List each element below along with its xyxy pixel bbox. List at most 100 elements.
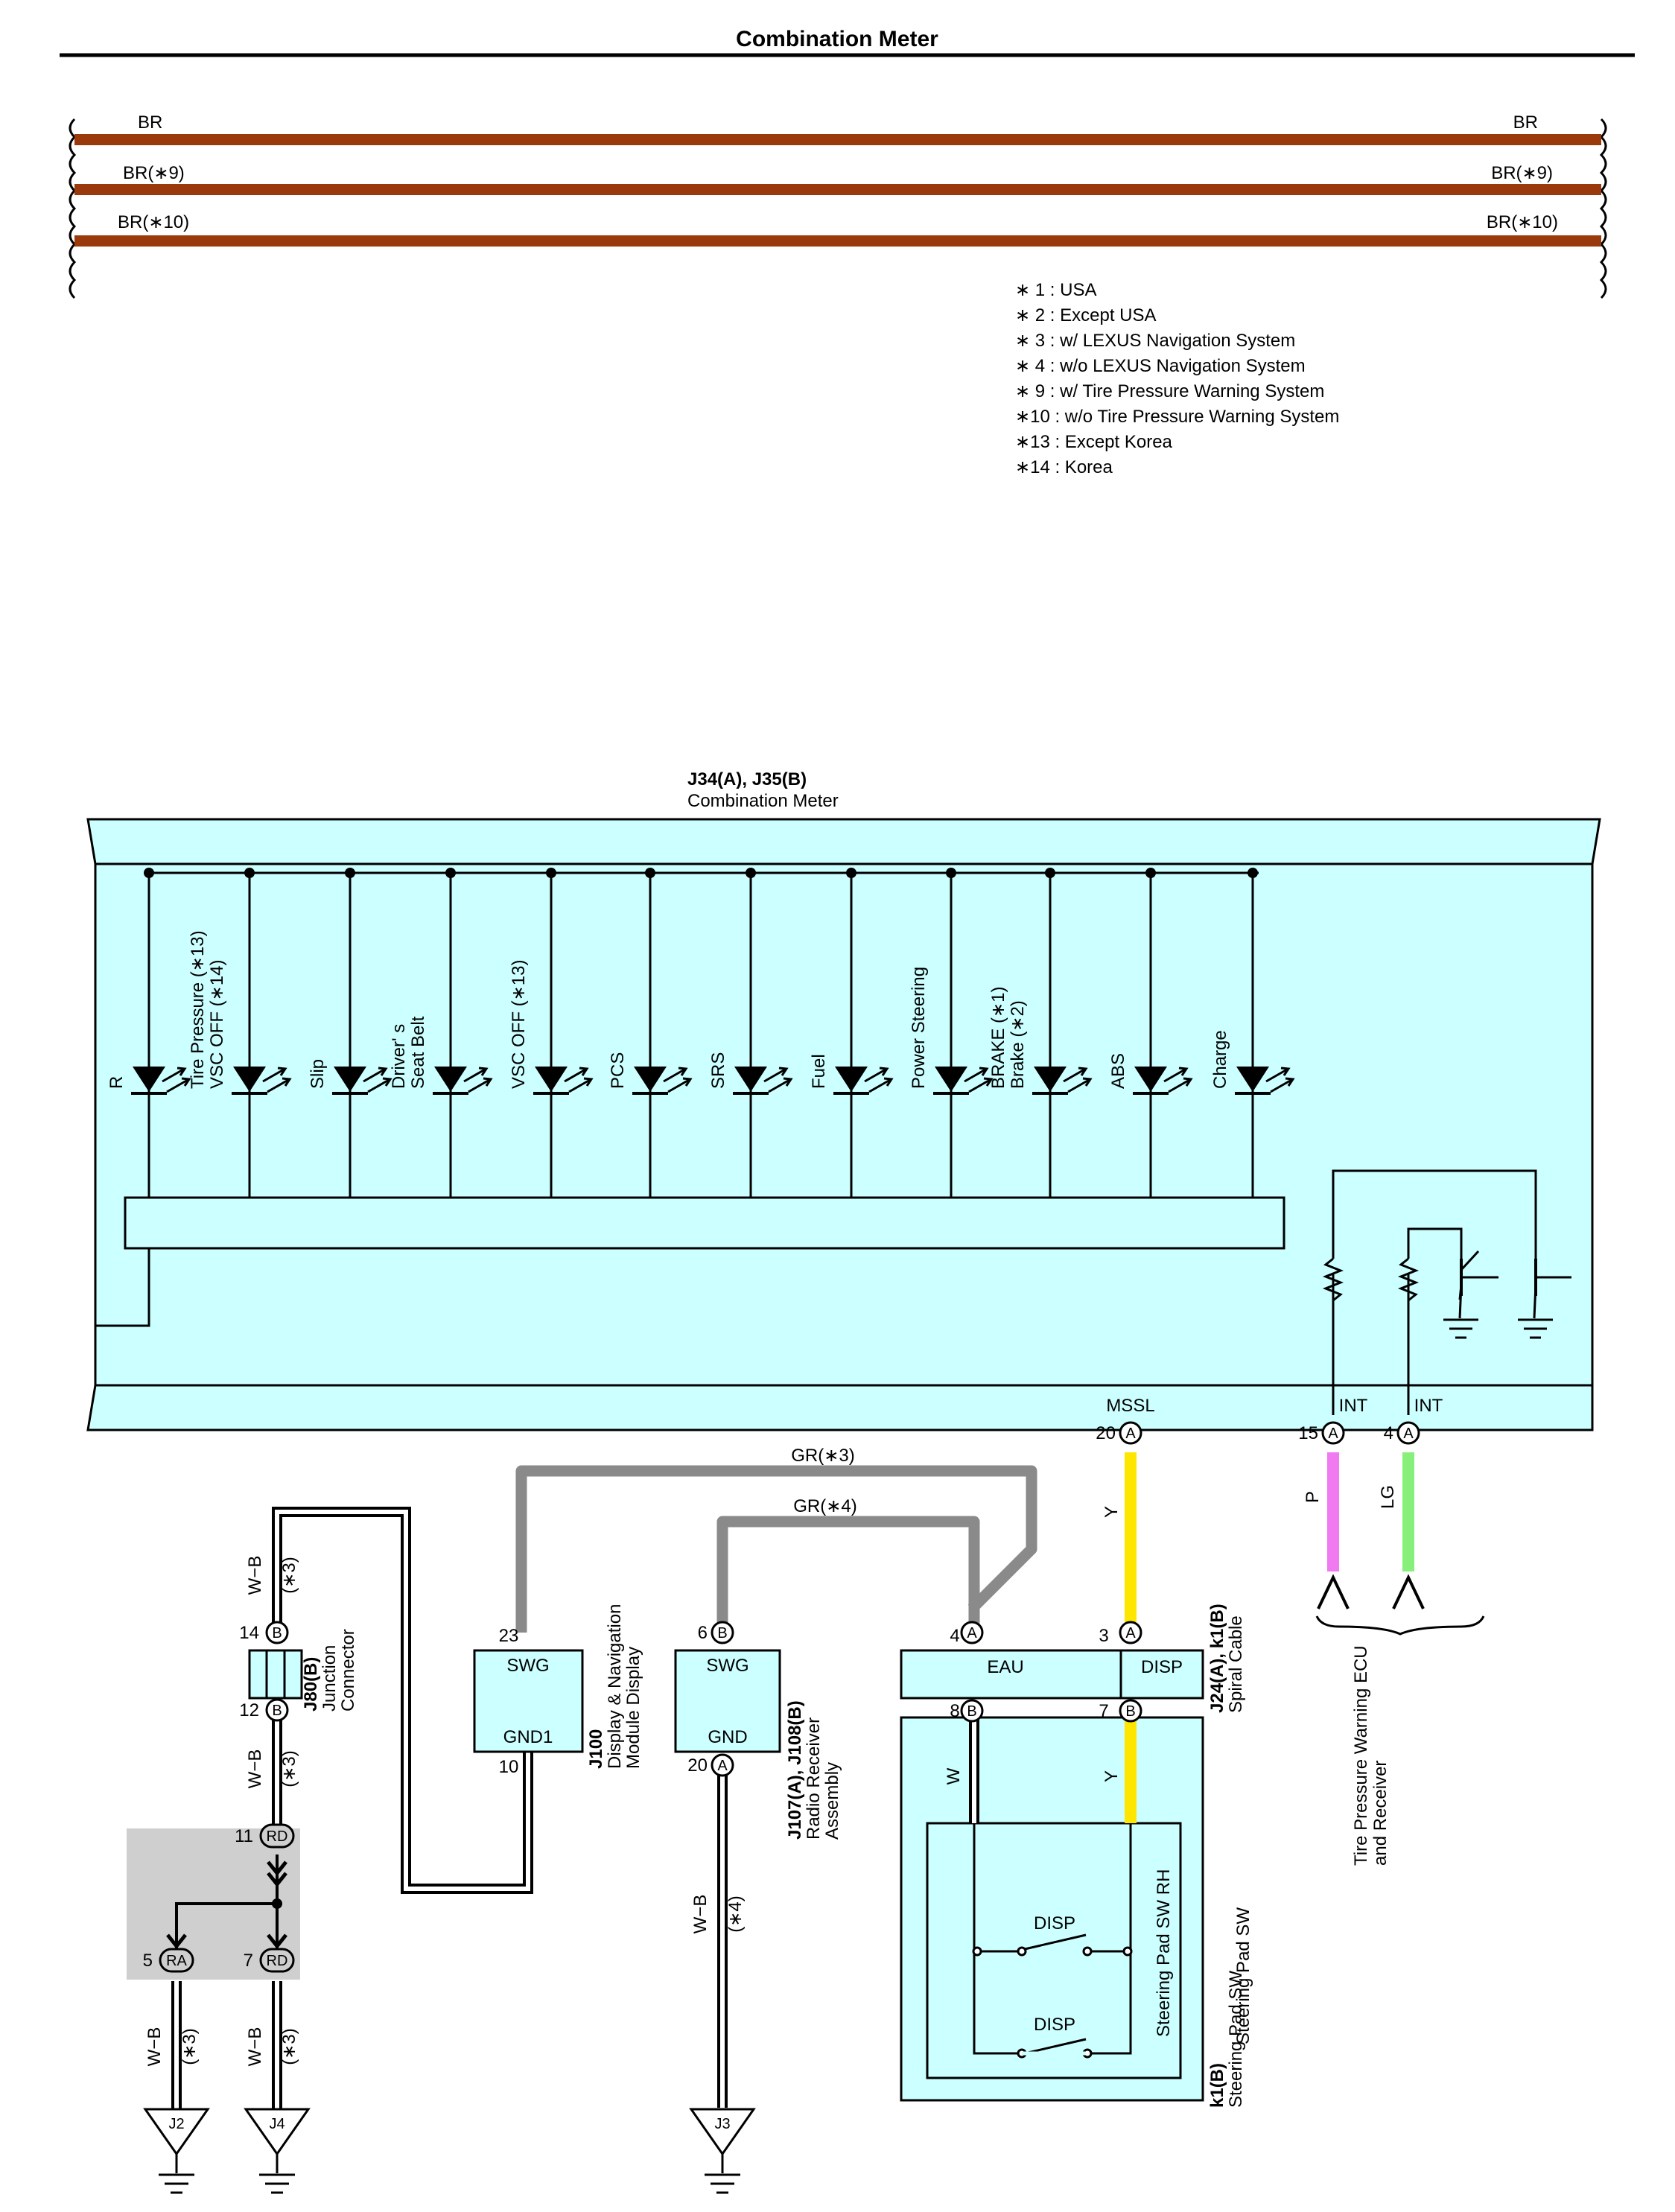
indicator-label: Driver' s [389,1024,409,1089]
indicator-label: SRS [708,1052,728,1089]
meter-terminal-pin: A20 [1096,1421,1142,1445]
junction-name: Junction [320,1645,340,1712]
pin-number: 14 [239,1623,259,1643]
light-ray-icon [864,1067,889,1083]
indicator-label: PCS [608,1052,628,1089]
light-ray-icon [1270,1077,1295,1093]
wire-gr-4 [716,1516,980,1631]
wire-note-label: (∗4) [725,1895,746,1932]
ground-triangle-icon [143,2108,210,2156]
spiral-pin: B [960,1699,984,1723]
pad-sw-code: k1(B) [1207,2063,1227,2108]
signal-label: GND [708,1727,747,1747]
radio-name: Radio Receiver [804,1717,824,1840]
ground-triangle-icon [689,2108,756,2156]
light-ray-icon [564,1067,589,1083]
svg-text:A: A [1403,1426,1414,1442]
light-ray-icon [468,1077,493,1093]
pin-number: 4 [1384,1423,1393,1443]
display-name: Display & Navigation [605,1604,625,1769]
combination-meter-panel [86,818,1601,1431]
pad-sw-inner-name: Steering Pad SW RH [1154,1869,1174,2037]
indicator-label: BRAKE (∗1) [988,987,1008,1089]
indicator-led: R [107,868,191,1198]
indicator-label: Slip [308,1059,328,1089]
tpms-brace [1315,1615,1485,1636]
resistor-icon [1322,1257,1344,1302]
radio-pin: B6 [698,1621,734,1644]
indicator-led: SRS [708,868,793,1198]
spiral-cable [900,1649,1204,1700]
spiral-pin: A [1119,1621,1142,1644]
wire-label-left: BR [138,112,162,133]
junction-pin: B12 [239,1698,289,1722]
light-ray-icon [1067,1077,1093,1093]
wire-gr-3 [515,1465,1037,1633]
wire-color-label: P [1303,1491,1323,1503]
splice-pin-marker: RD 11 [235,1823,295,1849]
note-line: ∗13 : Except Korea [1015,432,1173,452]
connector-arrow-icon [1392,1574,1425,1609]
wire-label-right: BR(∗10) [1487,212,1558,232]
indicator-led: Tire Pressure (∗13)VSC OFF (∗14) [188,868,292,1198]
pin-number: 11 [235,1826,253,1846]
indicator-led: VSC OFF (∗13) [509,868,594,1198]
display-name: Module Display [623,1647,643,1769]
ground-point: J2 [143,2108,210,2194]
radio-receiver-assembly [674,1649,781,1753]
pin-number: 15 [1298,1423,1318,1443]
wire-wb [720,1771,725,2108]
ground-triangle-icon [244,2108,311,2156]
notes-legend: ∗ 1 : USA ∗ 2 : Except USA ∗ 3 : w/ LEXU… [1015,280,1339,477]
note-line: ∗10 : w/o Tire Pressure Warning System [1015,407,1339,427]
pin-number: 7 [244,1951,253,1971]
junction-pin: B 14 [239,1621,289,1644]
wire-color-label: W−B [144,2027,165,2067]
wire-wb [275,1713,279,1828]
wire-color-label: GR(∗4) [793,1496,856,1516]
spiral-pin: A [960,1621,984,1644]
terminal-name: INT [1339,1396,1368,1416]
radio-code: J107(A), J108(B) [785,1700,805,1840]
svg-text:RD: RD [267,1953,288,1969]
svg-text:RD: RD [267,1828,288,1845]
wire-color-label: Y [1102,1770,1122,1782]
wire-color-label: W [944,1767,964,1784]
light-ray-icon [267,1077,292,1093]
wire-note-label: (∗3) [279,1557,299,1593]
light-ray-icon [968,1077,994,1093]
splice-arrow-icon [166,1933,187,1950]
light-ray-icon [868,1077,894,1093]
indicator-label: Charge [1210,1030,1230,1089]
tpms-interface-circuit [1322,1169,1571,1415]
svg-text:B: B [272,1625,282,1641]
light-ray-icon [1163,1067,1189,1083]
pin-number: 8 [950,1701,959,1721]
meter-terminal-pin: A4 [1384,1421,1420,1445]
indicator-label: ABS [1108,1053,1128,1089]
svg-text:A: A [717,1758,728,1774]
spiral-code: J24(A), k1(B) [1207,1604,1227,1713]
wire-label-left: BR(∗10) [118,212,189,232]
svg-text:A: A [1125,1426,1136,1442]
light-ray-icon [166,1077,191,1093]
note-line: ∗ 4 : w/o LEXUS Navigation System [1015,356,1306,376]
wire-y-mssl [1125,1452,1137,1622]
wire-note-label: (∗3) [179,2028,200,2065]
pad-sw-name: Steering Pad SW [1233,1907,1253,2044]
indicator-driver-ic [124,1196,1285,1250]
signal-label: GND1 [503,1727,553,1747]
ground-label: J4 [269,2116,285,2132]
pin-number: 10 [499,1757,519,1777]
led-icon [634,1067,667,1092]
splice-arrow-icon [267,1860,287,1888]
indicator-label: Power Steering [909,967,929,1089]
pin-number: 7 [1099,1701,1108,1721]
wire-y [1125,1713,1137,1823]
switch-label: DISP [1034,1913,1075,1933]
junction-connector [248,1649,303,1700]
indicator-led: Slip [308,868,392,1198]
led-icon [835,1067,868,1092]
svg-text:B: B [1125,1703,1135,1720]
